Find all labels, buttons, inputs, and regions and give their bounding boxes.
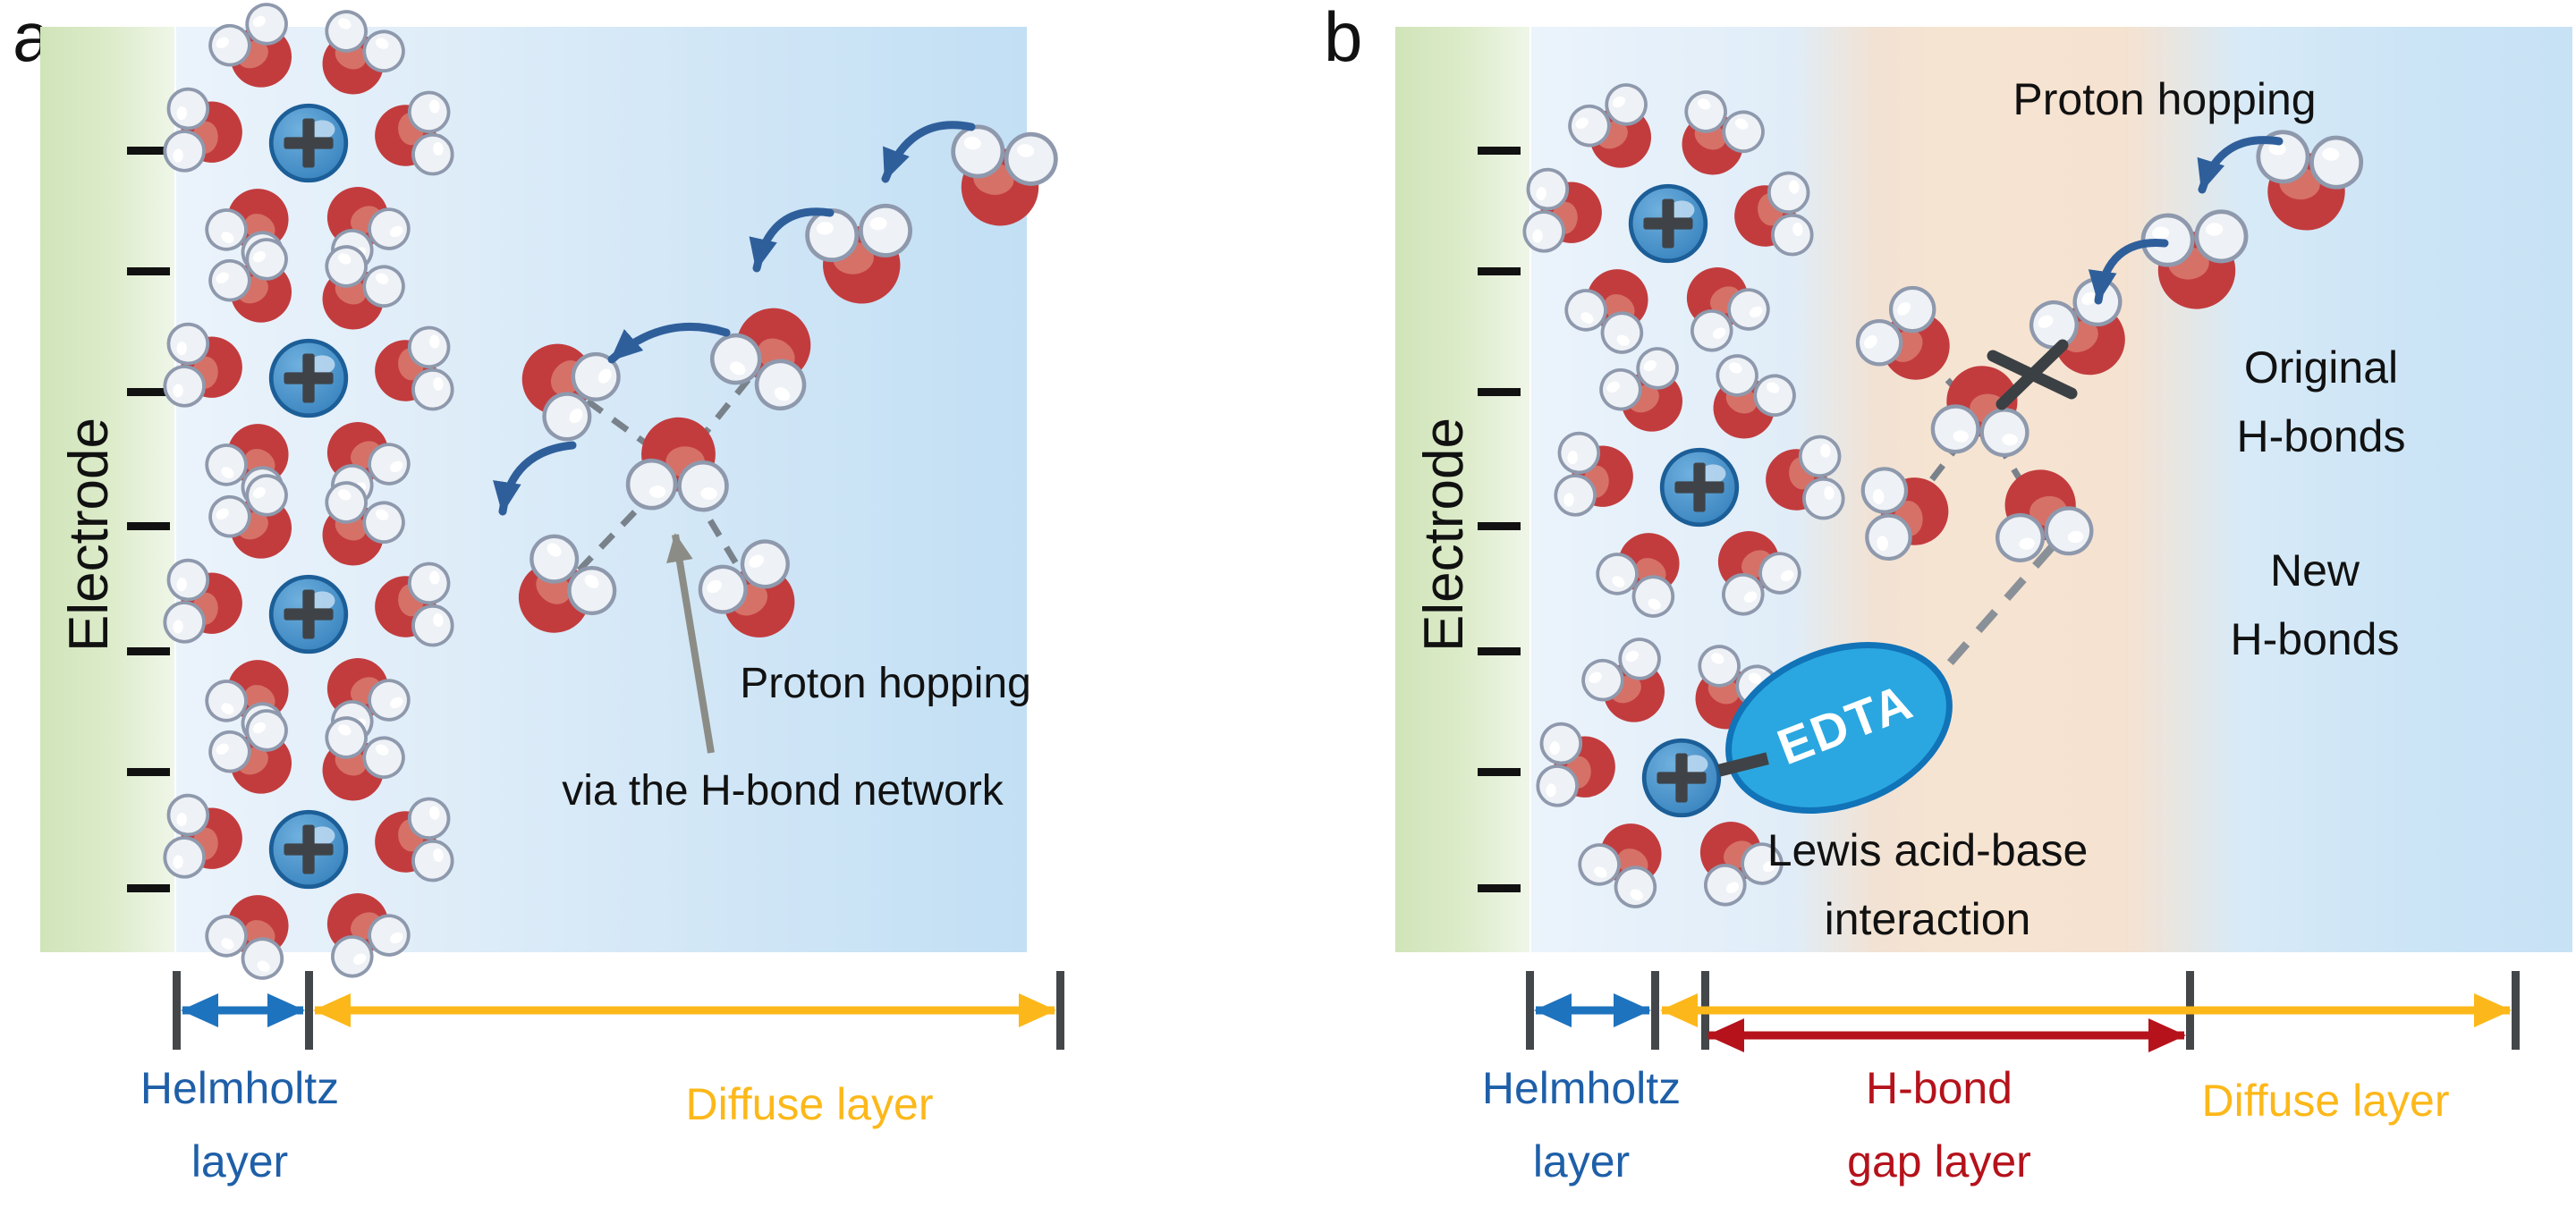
x-mark-icon (1996, 339, 2069, 410)
caption-line2: via the H-bond network (562, 767, 1004, 815)
helmholtz-label-line1: Helmholtz (1482, 1063, 1681, 1113)
negative-charge-icon (1478, 884, 1521, 892)
h-bond-dashed-line (559, 464, 681, 591)
proton-hop-arrows (493, 121, 976, 516)
scale-tick (1056, 971, 1064, 1050)
hbond-gap-label-line2: gap layer (1847, 1136, 2031, 1186)
original-hbonds-line2: H-bonds (2237, 411, 2406, 461)
diffuse-label: Diffuse layer (2202, 1076, 2450, 1126)
hbond-gap-label-line1: H-bond (1866, 1063, 2012, 1113)
new-hbonds-line2: H-bonds (2231, 614, 2400, 664)
negative-charge-icon (1478, 147, 1521, 155)
lewis-label-line1: Lewis acid-base (1767, 825, 2089, 875)
negative-charge-icon (1478, 267, 1521, 275)
negative-charge-icon (127, 647, 170, 655)
scale-a: Helmholtz layer Diffuse layer (140, 971, 1064, 1186)
scale-tick (1651, 971, 1659, 1050)
lewis-label-line2: interaction (1825, 894, 2031, 944)
proton-hop-arrow-icon (881, 121, 976, 183)
edta-charge (1717, 752, 1769, 777)
edta-anion: EDTA (1725, 642, 1953, 814)
electrode-charges (127, 147, 170, 892)
negative-charge-icon (127, 267, 170, 275)
electrode-bar (1395, 27, 1530, 952)
new-hbonds-line1: New (2270, 545, 2360, 595)
h-bond-network (559, 353, 770, 594)
proton-hop-arrows (2088, 136, 2284, 305)
scale-b: Helmholtz layer H-bond gap layer Diffuse… (1482, 971, 2520, 1186)
scale-tick (1526, 971, 1534, 1050)
electrode-label: Electrode (1413, 418, 1475, 652)
panel-b: b Electrode EDTA (1324, 0, 2572, 1186)
panel-b-letter: b (1324, 0, 1362, 76)
proton-hop-arrow-icon (2088, 239, 2169, 305)
panel-a: a Electrode (13, 0, 1064, 1186)
negative-charge-icon (127, 884, 170, 892)
scale-tick (305, 971, 313, 1050)
electrode-charges (1478, 147, 1521, 892)
h-bond-dashed-line (674, 465, 757, 594)
negative-charge-icon (127, 388, 170, 396)
negative-charge-icon (1478, 768, 1521, 776)
electrode-label: Electrode (58, 418, 120, 652)
negative-charge-icon (1717, 752, 1769, 777)
negative-charge-icon (1478, 647, 1521, 655)
electrode-bar (40, 27, 174, 952)
negative-charge-icon (127, 147, 170, 155)
h-bond-dashed-line (564, 384, 681, 469)
negative-charge-icon (127, 768, 170, 776)
helmholtz-label-line2: layer (1533, 1136, 1630, 1186)
caption-line1: Proton hopping (740, 660, 1031, 707)
negative-charge-icon (1478, 388, 1521, 396)
negative-charge-icon (127, 522, 170, 530)
helmholtz-label-line1: Helmholtz (140, 1063, 339, 1113)
h-bond-dashed-line (675, 353, 770, 469)
pointer-arrow-icon (666, 533, 715, 754)
proton-hop-arrow-icon (607, 322, 731, 364)
diffuse-label: Diffuse layer (686, 1079, 934, 1129)
scale-tick (173, 971, 181, 1050)
proton-hopping-label: Proton hopping (2012, 74, 2316, 124)
new-h-bond-dashed-line (1943, 545, 2055, 670)
original-hbonds-line1: Original (2244, 342, 2398, 393)
proton-hop-arrow-icon (749, 207, 835, 273)
broken-bond (1987, 339, 2078, 410)
proton-hop-arrow-icon (2197, 136, 2284, 194)
helmholtz-label-line2: layer (191, 1136, 288, 1186)
proton-hop-arrow-icon (493, 441, 577, 516)
negative-charge-icon (1478, 522, 1521, 530)
scale-tick (2512, 971, 2520, 1050)
